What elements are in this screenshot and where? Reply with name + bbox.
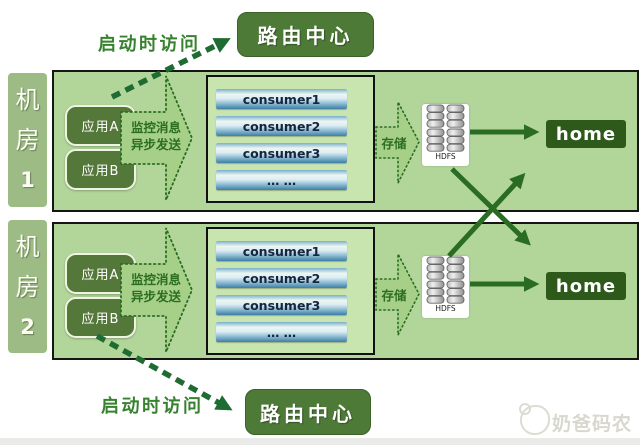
route-center-bottom-label: 路由中心 <box>260 401 356 426</box>
hdfs-label: HDFS <box>435 304 456 313</box>
room-2-monitor-arrow: 监控消息 异步发送 <box>120 226 194 354</box>
room-2-store-arrow: 存储 <box>375 253 420 336</box>
room-1-home-box: home <box>546 120 626 148</box>
consumer-row: consumer1 <box>216 89 347 109</box>
store-arrow-label: 存储 <box>381 136 407 151</box>
monitor-line1: 监控消息 <box>130 272 181 287</box>
store-arrow-shape <box>375 253 420 336</box>
room-2-consumer-group-box: consumer1 consumer2 consumer3 … … <box>206 227 375 355</box>
bottom-divider <box>0 438 640 445</box>
consumer-row: consumer3 <box>216 295 347 315</box>
room-1-char-1: 机 <box>15 86 40 114</box>
app-a-label: 应用A <box>81 268 120 283</box>
room-1-consumer-group-box: consumer1 consumer2 consumer3 … … <box>206 75 375 203</box>
room-2-home-box: home <box>546 272 626 300</box>
room-2-hdfs-icon: HDFS <box>422 256 469 318</box>
consumer-row: consumer3 <box>216 143 347 163</box>
startup-access-top-label: 启动时访问 <box>98 34 201 55</box>
home-label: home <box>555 123 617 145</box>
room-2-char-1: 机 <box>15 232 40 261</box>
monitor-line2: 异步发送 <box>130 137 181 152</box>
home-label: home <box>555 275 617 297</box>
room-1-monitor-arrow: 监控消息 异步发送 <box>120 74 194 202</box>
watermark-label: 奶爸码农 <box>552 413 633 435</box>
monitor-line2: 异步发送 <box>130 289 181 304</box>
monitor-line1: 监控消息 <box>130 120 181 135</box>
app-a-label: 应用A <box>81 120 120 135</box>
room-2-panel: 应用A 应用B 监控消息 异步发送 consumer1 consumer2 co… <box>52 222 639 360</box>
hdfs-label: HDFS <box>435 152 456 161</box>
consumer-row: … … <box>216 170 347 190</box>
route-center-bottom-box: 路由中心 <box>245 389 371 435</box>
consumer-row: consumer2 <box>216 268 347 288</box>
room-1-number: 1 <box>20 168 35 192</box>
room-2-sidebar: 机 房 2 <box>8 220 47 353</box>
block-arrow-shape <box>120 227 193 353</box>
room-1-app-b-box: 应用B <box>65 149 136 190</box>
database-cylinder-icon <box>426 104 465 152</box>
room-1-hdfs-icon: HDFS <box>422 104 469 166</box>
room-2-number: 2 <box>20 314 35 339</box>
room-1-char-2: 房 <box>15 126 40 154</box>
store-arrow-label: 存储 <box>381 288 407 303</box>
route-center-top-box: 路由中心 <box>237 12 374 57</box>
block-arrow-shape <box>120 75 193 201</box>
room-1-store-arrow: 存储 <box>375 101 420 184</box>
store-arrow-shape <box>375 101 420 184</box>
room-2-app-b-box: 应用B <box>65 297 136 338</box>
consumer-row: consumer2 <box>216 116 347 136</box>
room-1-sidebar: 机 房 1 <box>8 73 47 207</box>
room-1-panel: 应用A 应用B 监控消息 异步发送 consumer1 consumer2 co… <box>52 70 639 212</box>
database-cylinder-icon <box>426 256 465 304</box>
app-b-label: 应用B <box>81 312 120 327</box>
app-b-label: 应用B <box>81 164 120 179</box>
route-center-top-label: 路由中心 <box>257 24 354 48</box>
consumer-row: consumer1 <box>216 241 347 261</box>
monitor-arrow-label: 监控消息 异步发送 <box>124 271 188 305</box>
monitor-arrow-label: 监控消息 异步发送 <box>124 119 188 153</box>
watermark-logo-icon <box>519 403 550 435</box>
room-2-char-2: 房 <box>15 272 40 301</box>
startup-access-bottom-label: 启动时访问 <box>101 396 204 417</box>
consumer-row: … … <box>216 322 347 342</box>
